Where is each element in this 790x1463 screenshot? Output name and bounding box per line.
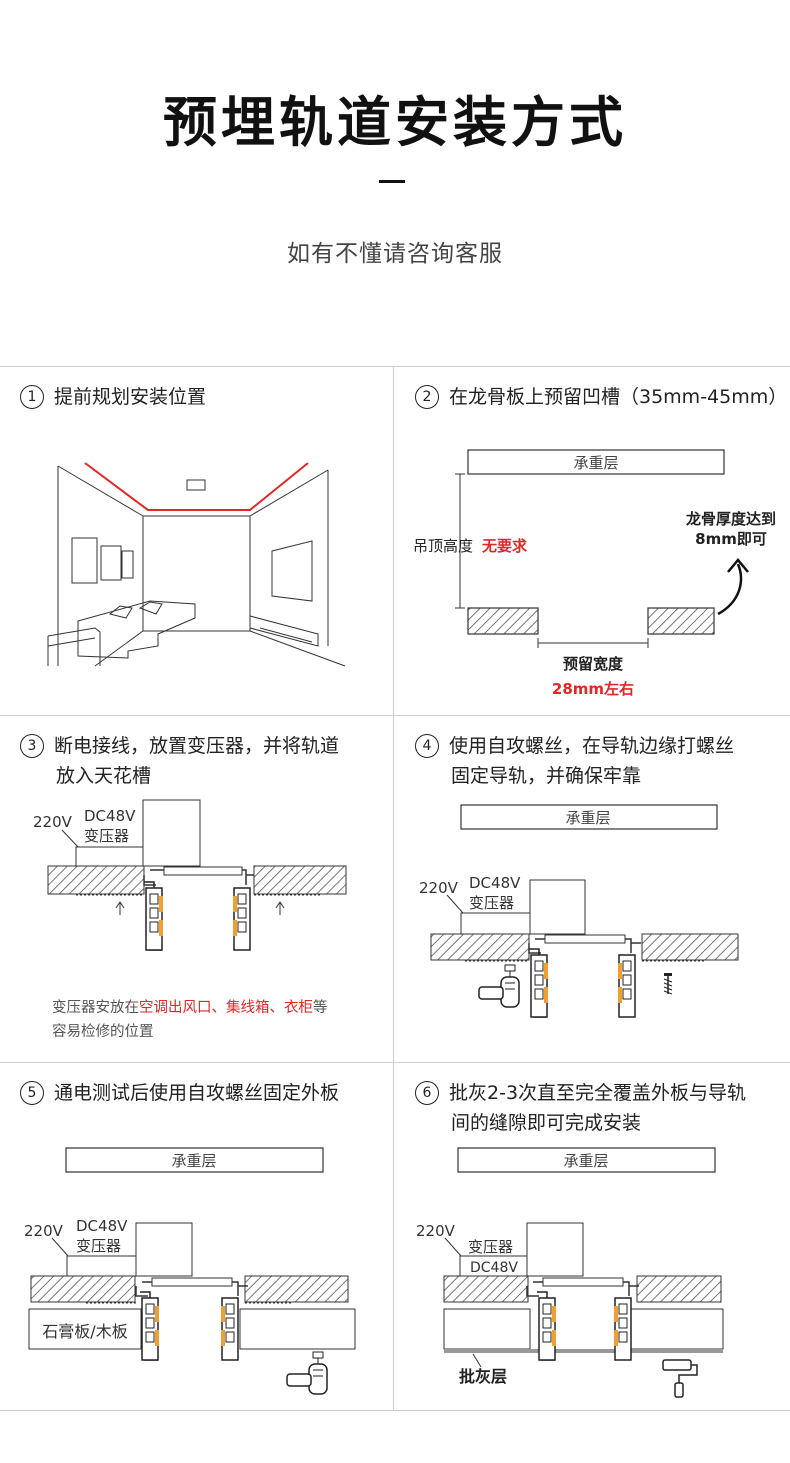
transformer-label: 变压器 <box>84 827 129 845</box>
step-number: 6 <box>415 1081 439 1105</box>
reserve-width-label: 预留宽度 <box>563 655 624 673</box>
step-5-panel: 5 通电测试后使用自攻螺丝固定外板 承重层 220V DC48V 变压器 石膏板/… <box>0 1062 395 1410</box>
arrow-up-icon <box>115 901 125 915</box>
screw-fixing-diagram: 承重层 220V DC48V 变压器 <box>419 804 739 1018</box>
screw-icon <box>663 972 673 995</box>
note-text-line2: 容易检修的位置 <box>52 1024 154 1040</box>
step-3-panel: 3 断电接线，放置变压器，并将轨道 放入天花槽 220V DC48V 变压器 变压… <box>0 715 395 1062</box>
step-text: 使用自攻螺丝，在导轨边缘打螺丝 <box>449 735 735 757</box>
transformer-label: 变压器 <box>468 1238 513 1256</box>
grid-line-row2 <box>0 1062 790 1063</box>
step-6-title: 6 批灰2-3次直至完全覆盖外板与导轨 间的缝隙即可完成安装 <box>415 1078 746 1138</box>
room-illustration <box>47 462 346 667</box>
arrow-up-icon <box>275 901 285 915</box>
step-3-title: 3 断电接线，放置变压器，并将轨道 放入天花槽 <box>20 731 339 791</box>
note-highlight: 空调出风口、集线箱、衣柜 <box>139 1000 313 1016</box>
dc48v-label: DC48V <box>84 807 136 825</box>
grid-line-bottom <box>0 1410 790 1411</box>
page-subtitle: 如有不懂请咨询客服 <box>287 241 503 267</box>
load-layer-label: 承重层 <box>573 454 618 472</box>
dc48v-label: DC48V <box>76 1217 128 1235</box>
grid-line-top <box>0 366 790 367</box>
step-text-line2: 放入天花槽 <box>56 765 152 787</box>
step-number: 4 <box>415 734 439 758</box>
title-divider <box>379 180 405 183</box>
ceiling-height-label: 吊顶高度 <box>413 537 473 555</box>
step-4-title: 4 使用自攻螺丝，在导轨边缘打螺丝 固定导轨，并确保牢靠 <box>415 731 734 791</box>
load-layer-label: 承重层 <box>565 809 610 827</box>
width-value-label: 28mm左右 <box>552 680 634 698</box>
note-text: 等 <box>313 1000 328 1016</box>
load-layer-label: 承重层 <box>563 1152 608 1170</box>
putty-layer-label: 批灰层 <box>459 1367 507 1386</box>
step-text-line2: 间的缝隙即可完成安装 <box>451 1112 642 1134</box>
dc48v-label: DC48V <box>469 874 521 892</box>
note-text: 变压器安放在 <box>52 1000 139 1016</box>
v220-label: 220V <box>33 813 73 831</box>
step-2-panel: 2 在龙骨板上预留凹槽（35mm-45mm） 承重层 吊顶高度 无要求 预留宽度 … <box>395 366 790 715</box>
step-text-line2: 固定导轨，并确保牢靠 <box>451 765 642 787</box>
gypsum-label: 石膏板/木板 <box>42 1322 127 1341</box>
step-number: 2 <box>415 385 439 409</box>
step-4-panel: 4 使用自攻螺丝，在导轨边缘打螺丝 固定导轨，并确保牢靠 承重层 220V DC4… <box>395 715 790 1062</box>
step-6-panel: 6 批灰2-3次直至完全覆盖外板与导轨 间的缝隙即可完成安装 承重层 220V 变… <box>395 1062 790 1410</box>
load-layer-label: 承重层 <box>171 1152 216 1170</box>
wiring-diagram: 220V DC48V 变压器 <box>33 799 347 951</box>
grid-line-middle <box>393 366 394 1410</box>
keel-thickness-label-2: 8mm即可 <box>695 530 767 548</box>
drill-icon <box>286 1351 328 1395</box>
v220-label: 220V <box>24 1222 64 1240</box>
step-text: 提前规划安装位置 <box>54 386 207 408</box>
step-5-title: 5 通电测试后使用自攻螺丝固定外板 <box>20 1078 339 1108</box>
dc48v-label: DC48V <box>470 1260 518 1276</box>
step-2-title: 2 在龙骨板上预留凹槽（35mm-45mm） <box>415 382 787 412</box>
step-1-panel: 1 提前规划安装位置 <box>0 366 395 715</box>
v220-label: 220V <box>419 879 459 897</box>
v220-label: 220V <box>416 1222 456 1240</box>
keel-thickness-label-1: 龙骨厚度达到 <box>685 510 776 528</box>
outer-board-diagram: 承重层 220V DC48V 变压器 石膏板/木板 <box>24 1147 356 1395</box>
step-number: 3 <box>20 734 44 758</box>
transformer-label: 变压器 <box>469 894 514 912</box>
step-text: 断电接线，放置变压器，并将轨道 <box>54 735 340 757</box>
step-text: 在龙骨板上预留凹槽（35mm-45mm） <box>449 386 788 408</box>
step-number: 1 <box>20 385 44 409</box>
grid-line-row1 <box>0 715 790 716</box>
groove-diagram: 承重层 吊顶高度 无要求 预留宽度 28mm左右 龙骨厚度达到 8mm即可 <box>413 449 776 698</box>
step-text: 批灰2-3次直至完全覆盖外板与导轨 <box>449 1082 747 1104</box>
step-3-note: 变压器安放在空调出风口、集线箱、衣柜等 容易检修的位置 <box>52 996 328 1044</box>
no-requirement-label: 无要求 <box>481 537 528 555</box>
step-text: 通电测试后使用自攻螺丝固定外板 <box>54 1082 340 1104</box>
step-number: 5 <box>20 1081 44 1105</box>
page-title: 预埋轨道安装方式 <box>163 91 627 154</box>
transformer-label: 变压器 <box>76 1237 121 1255</box>
step-1-title: 1 提前规划安装位置 <box>20 382 206 412</box>
curved-arrow-icon <box>717 563 743 616</box>
putty-diagram: 承重层 220V 变压器 DC48V 批灰层 <box>416 1147 724 1398</box>
drill-icon <box>478 964 520 1008</box>
paint-roller-icon <box>662 1359 698 1398</box>
